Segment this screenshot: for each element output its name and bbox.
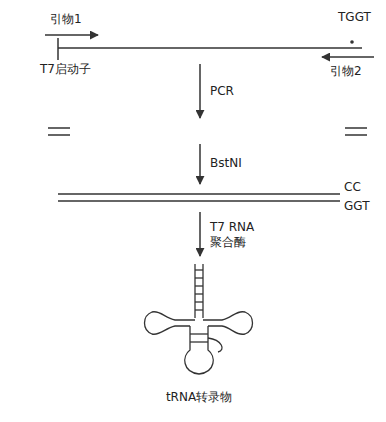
sequence-label: TGGT [338, 10, 371, 25]
dna-end [48, 134, 70, 136]
site-dot [350, 40, 354, 44]
primer-label: 引物1 [50, 12, 82, 27]
template-strand [58, 47, 362, 49]
enzyme-label: BstNI [210, 156, 242, 171]
trna-cloverleaf [145, 264, 253, 374]
enzyme-label: T7 RNA 聚合酶 [210, 220, 264, 250]
promoter-label: T7启动子 [40, 62, 91, 77]
step-arrow [199, 144, 201, 184]
dna-strand [58, 200, 340, 202]
sequence-label: GGT [344, 199, 370, 214]
dna-end [345, 134, 367, 136]
promoter-mark [57, 38, 59, 60]
dna-end [345, 127, 367, 129]
dna-strand [58, 193, 340, 195]
product-label: tRNA转录物 [166, 390, 232, 405]
step-label: PCR [210, 84, 234, 99]
primer-label: 引物2 [330, 64, 362, 79]
primer-arrow [45, 34, 98, 36]
step-arrow [199, 64, 201, 118]
step-arrow [199, 212, 201, 256]
primer-arrow [322, 56, 374, 58]
sequence-label: CC [344, 180, 361, 195]
dna-end [48, 127, 70, 129]
